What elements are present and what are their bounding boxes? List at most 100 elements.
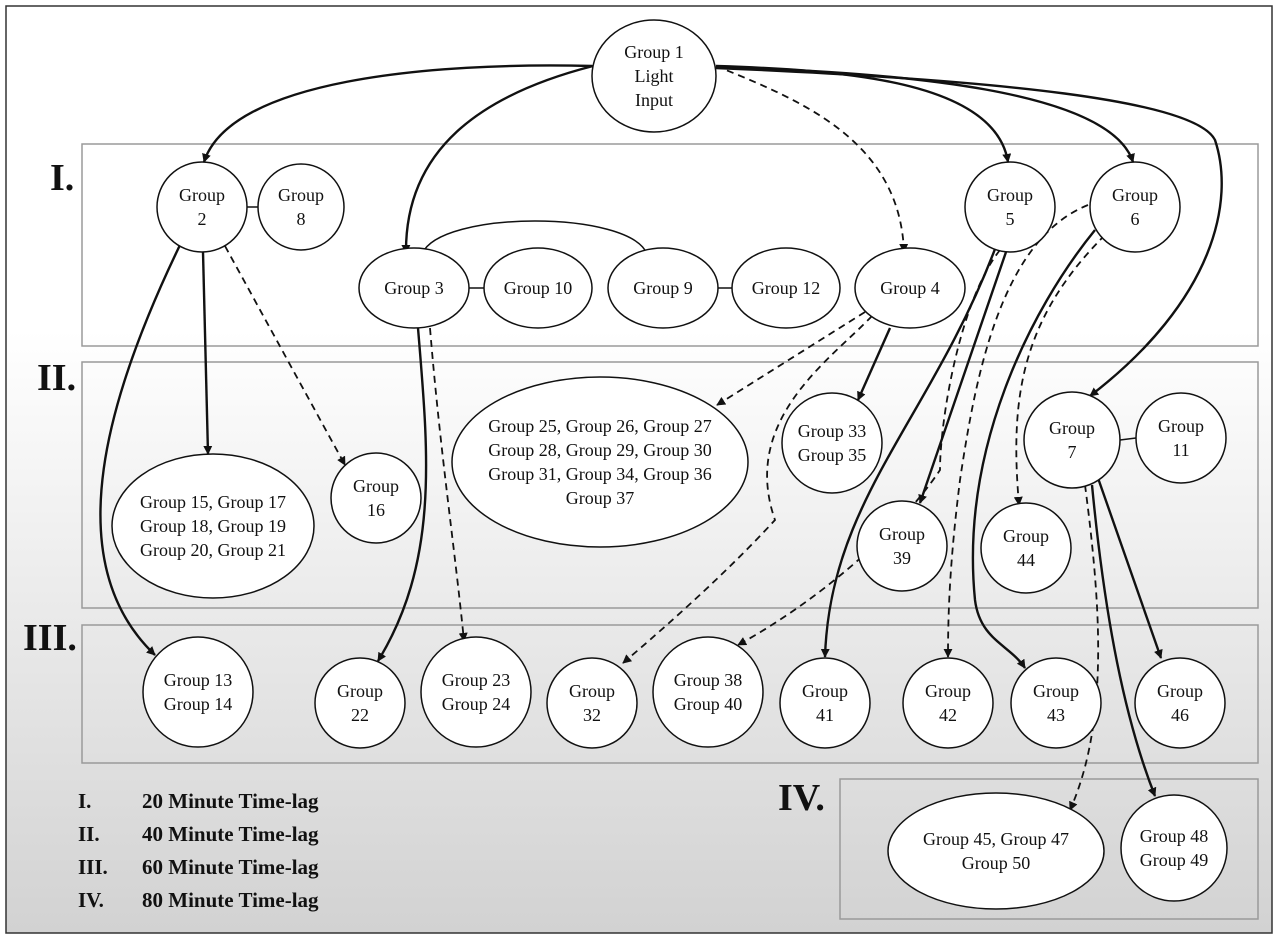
- node-label-g44-line-1: 44: [1017, 550, 1035, 570]
- node-g45: Group 45, Group 47 Group 50: [887, 792, 1105, 910]
- node-label-g22-line-0: Group: [337, 681, 383, 701]
- node-g4: Group 4: [854, 247, 966, 329]
- edge-g5-g39-solid: [918, 251, 1008, 504]
- node-label-g16-line-1: 16: [367, 500, 385, 520]
- level-panel-1: [81, 143, 1259, 347]
- edge-g7-g45-dashed: [1069, 484, 1100, 811]
- node-label-g25-line-2: Group 31, Group 34, Group 36: [488, 464, 711, 484]
- level-panel-4: [839, 778, 1259, 920]
- node-label-g48-line-0: Group 48: [1140, 826, 1209, 846]
- node-shape-g42: [902, 657, 994, 749]
- node-label-g38-line-0: Group 38: [674, 670, 743, 690]
- node-label-g6-line-0: Group: [1112, 185, 1158, 205]
- node-label-g6-line-1: 6: [1131, 209, 1140, 229]
- link-g3-g9-arch: [421, 220, 648, 255]
- node-label-g33-line-0: Group 33: [798, 421, 867, 441]
- node-shape-g43: [1010, 657, 1102, 749]
- node-shape-g6: [1089, 161, 1181, 253]
- node-label-g2-line-1: 2: [198, 209, 207, 229]
- node-shape-g41: [779, 657, 871, 749]
- node-label-g25-line-0: Group 25, Group 26, Group 27: [488, 416, 711, 436]
- node-shape-g32: [546, 657, 638, 749]
- edge-layer: [99, 64, 1223, 811]
- node-g44: Group 44: [980, 502, 1072, 594]
- legend-roman-2: II.: [78, 822, 100, 846]
- node-shape-g39: [856, 500, 948, 592]
- legend-text-4: 80 Minute Time-lag: [142, 888, 319, 912]
- node-shape-g15: [111, 453, 315, 599]
- edge-g4-g25-dashed: [716, 311, 866, 406]
- node-label-g1-line-0: Group 1: [624, 42, 684, 62]
- node-label-g41-line-0: Group: [802, 681, 848, 701]
- node-label-g15-line-0: Group 15, Group 17: [140, 492, 286, 512]
- edge-g2-g13-solid: [99, 244, 182, 656]
- edge-g3-g22-solid: [376, 327, 428, 662]
- node-shape-g46: [1134, 657, 1226, 749]
- edge-g6-g42-dashed: [943, 204, 1089, 658]
- node-label-g10-line-0: Group 10: [504, 278, 573, 298]
- level-panel-2: [81, 361, 1259, 609]
- node-label-g45-line-0: Group 45, Group 47: [923, 829, 1069, 849]
- edge-g7-g46-solid: [1096, 477, 1163, 659]
- legend: I. 20 Minute Time-lag II. 40 Minute Time…: [78, 789, 319, 912]
- node-label-g45-line-1: Group 50: [962, 853, 1031, 873]
- node-label-g42-line-1: 42: [939, 705, 957, 725]
- node-label-g39-line-0: Group: [879, 524, 925, 544]
- node-g6: Group 6: [1089, 161, 1181, 253]
- link-g7-g11: [1119, 437, 1137, 441]
- node-label-g1-line-1: Light: [635, 66, 674, 86]
- node-shape-g1: [591, 19, 717, 133]
- level-label-4: IV.: [778, 777, 825, 819]
- node-label-g42-line-0: Group: [925, 681, 971, 701]
- node-label-g48-line-1: Group 49: [1140, 850, 1209, 870]
- node-shape-g2: [156, 161, 248, 253]
- node-label-g9-line-0: Group 9: [633, 278, 693, 298]
- node-label-g25-line-3: Group 37: [566, 488, 635, 508]
- node-label-g4-line-0: Group 4: [880, 278, 940, 298]
- level-label-1: I.: [50, 157, 74, 199]
- node-shape-g23: [420, 636, 532, 748]
- node-g3: Group 3: [358, 247, 470, 329]
- legend-roman-1: I.: [78, 789, 91, 813]
- node-label-g15-line-2: Group 20, Group 21: [140, 540, 286, 560]
- edge-g5-g38-dashed: [737, 249, 1001, 646]
- edge-g1-g7-solid: [715, 66, 1223, 397]
- node-label-g16-line-0: Group: [353, 476, 399, 496]
- node-label-g23-line-1: Group 24: [442, 694, 511, 714]
- level-label-3: III.: [23, 617, 77, 659]
- node-label-g41-line-1: 41: [816, 705, 834, 725]
- legend-roman-4: IV.: [78, 888, 104, 912]
- node-g16: Group 16: [330, 452, 422, 544]
- legend-text-2: 40 Minute Time-lag: [142, 822, 319, 846]
- edge-g3-g23-dashed: [429, 327, 468, 642]
- node-label-g44-line-0: Group: [1003, 526, 1049, 546]
- node-label-g7-line-0: Group: [1049, 418, 1095, 438]
- legend-text-3: 60 Minute Time-lag: [142, 855, 319, 879]
- node-label-g1-line-2: Input: [635, 90, 673, 110]
- edge-g7-g48-solid: [1090, 484, 1157, 797]
- node-shape-g13: [142, 636, 254, 748]
- node-label-g46-line-1: 46: [1171, 705, 1189, 725]
- edge-g4-g32-dashed: [622, 315, 873, 664]
- node-shape-g22: [314, 657, 406, 749]
- node-shape-g33: [781, 392, 883, 494]
- node-g10: Group 10: [483, 247, 593, 329]
- node-shape-g38: [652, 636, 764, 748]
- level-panel-3: [81, 624, 1259, 764]
- edge-g6-g43-solid: [971, 229, 1096, 669]
- edge-g6-g44-dashed: [1013, 234, 1106, 506]
- node-shape-g12: [731, 247, 841, 329]
- node-label-g5-line-0: Group: [987, 185, 1033, 205]
- node-g42: Group 42: [902, 657, 994, 749]
- edge-g2-g15-solid: [201, 251, 213, 455]
